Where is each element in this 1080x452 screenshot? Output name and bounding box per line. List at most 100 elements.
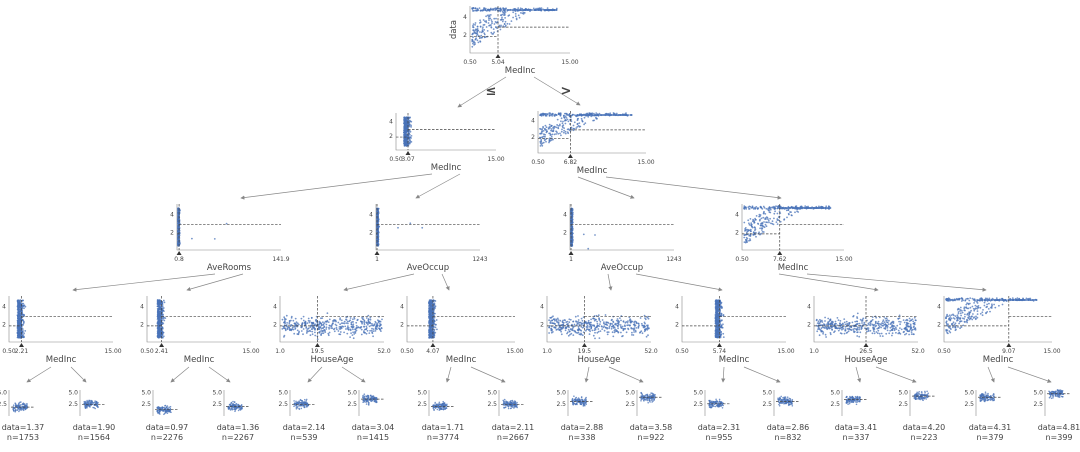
data-point <box>770 222 772 225</box>
data-point <box>337 321 340 324</box>
split-value: 1 <box>569 256 573 263</box>
data-point <box>556 124 558 126</box>
data-point <box>282 325 285 328</box>
data-point <box>483 23 486 26</box>
data-point <box>545 130 548 133</box>
data-point <box>761 225 764 227</box>
data-point <box>609 114 612 116</box>
data-point <box>483 32 486 35</box>
data-point <box>381 318 383 321</box>
y-tick-label: 4 <box>400 304 404 311</box>
data-point <box>430 328 433 331</box>
y-tick-label: 2 <box>735 229 739 236</box>
data-point <box>504 25 507 28</box>
data-point <box>283 321 286 323</box>
data-point <box>761 229 763 231</box>
data-point <box>365 328 368 330</box>
data-point <box>314 323 316 326</box>
data-point <box>162 313 165 316</box>
x-tick-max: 15.00 <box>561 59 578 66</box>
data-point <box>584 122 587 124</box>
data-point <box>403 142 406 145</box>
data-point <box>633 327 636 329</box>
y-tick-label: 2 <box>170 229 174 236</box>
data-point <box>523 9 526 11</box>
data-point <box>563 116 565 118</box>
data-point <box>320 330 322 332</box>
data-point <box>16 305 19 308</box>
data-point <box>546 113 549 115</box>
data-point <box>286 322 288 324</box>
data-point <box>22 324 25 326</box>
data-point <box>292 328 295 331</box>
data-point <box>606 333 609 336</box>
split-marker <box>777 251 783 255</box>
data-point <box>22 329 24 331</box>
data-point <box>564 130 567 133</box>
data-point <box>352 318 354 321</box>
data-point <box>17 312 20 315</box>
data-point <box>408 132 410 135</box>
data-point <box>563 114 565 117</box>
data-point <box>544 113 546 115</box>
feature-label: AveOccup <box>407 263 449 273</box>
data-point <box>328 324 331 327</box>
data-point <box>572 129 575 132</box>
data-point <box>550 135 553 138</box>
data-point <box>629 324 631 327</box>
data-point <box>291 326 294 329</box>
data-point <box>479 40 481 43</box>
data-point <box>428 315 431 317</box>
data-point <box>581 334 584 337</box>
data-point <box>568 129 571 132</box>
data-point <box>632 323 635 326</box>
data-point <box>493 17 496 20</box>
data-point <box>553 125 555 128</box>
data-point <box>759 224 762 227</box>
data-point <box>331 322 334 325</box>
data-point <box>775 221 778 224</box>
x-tick-max: 1243 <box>472 256 487 263</box>
data-point <box>548 332 550 334</box>
data-point <box>162 299 165 302</box>
data-point <box>773 212 776 215</box>
data-point <box>429 301 431 303</box>
tree-edge <box>778 273 879 292</box>
data-point <box>374 330 377 332</box>
data-point <box>301 323 303 326</box>
feature-label: MedInc <box>778 263 809 273</box>
x-tick-max: 15.00 <box>104 348 121 355</box>
data-point <box>428 299 431 302</box>
data-point <box>644 317 646 319</box>
data-point <box>613 112 615 115</box>
data-point <box>583 116 586 119</box>
split-value: 1 <box>375 256 379 263</box>
data-point <box>773 217 775 220</box>
data-point <box>559 319 562 322</box>
data-point <box>746 241 748 244</box>
data-point <box>339 331 342 333</box>
data-point <box>345 322 348 324</box>
data-point <box>565 112 568 115</box>
data-point <box>471 33 474 36</box>
data-point <box>474 31 476 34</box>
data-point <box>547 127 550 130</box>
data-point <box>410 126 412 128</box>
data-point <box>763 210 765 213</box>
data-point <box>640 322 643 325</box>
data-point <box>156 303 159 306</box>
y-tick-label: 2 <box>463 32 467 39</box>
data-point <box>541 128 544 131</box>
data-point <box>577 315 579 317</box>
data-point <box>776 212 779 215</box>
data-point <box>747 219 750 222</box>
data-point <box>528 9 530 11</box>
data-point <box>479 25 482 28</box>
data-point <box>531 9 534 11</box>
data-point <box>159 305 162 308</box>
split-marker <box>495 54 501 58</box>
tree-edge <box>441 273 450 291</box>
data-point <box>431 302 434 305</box>
